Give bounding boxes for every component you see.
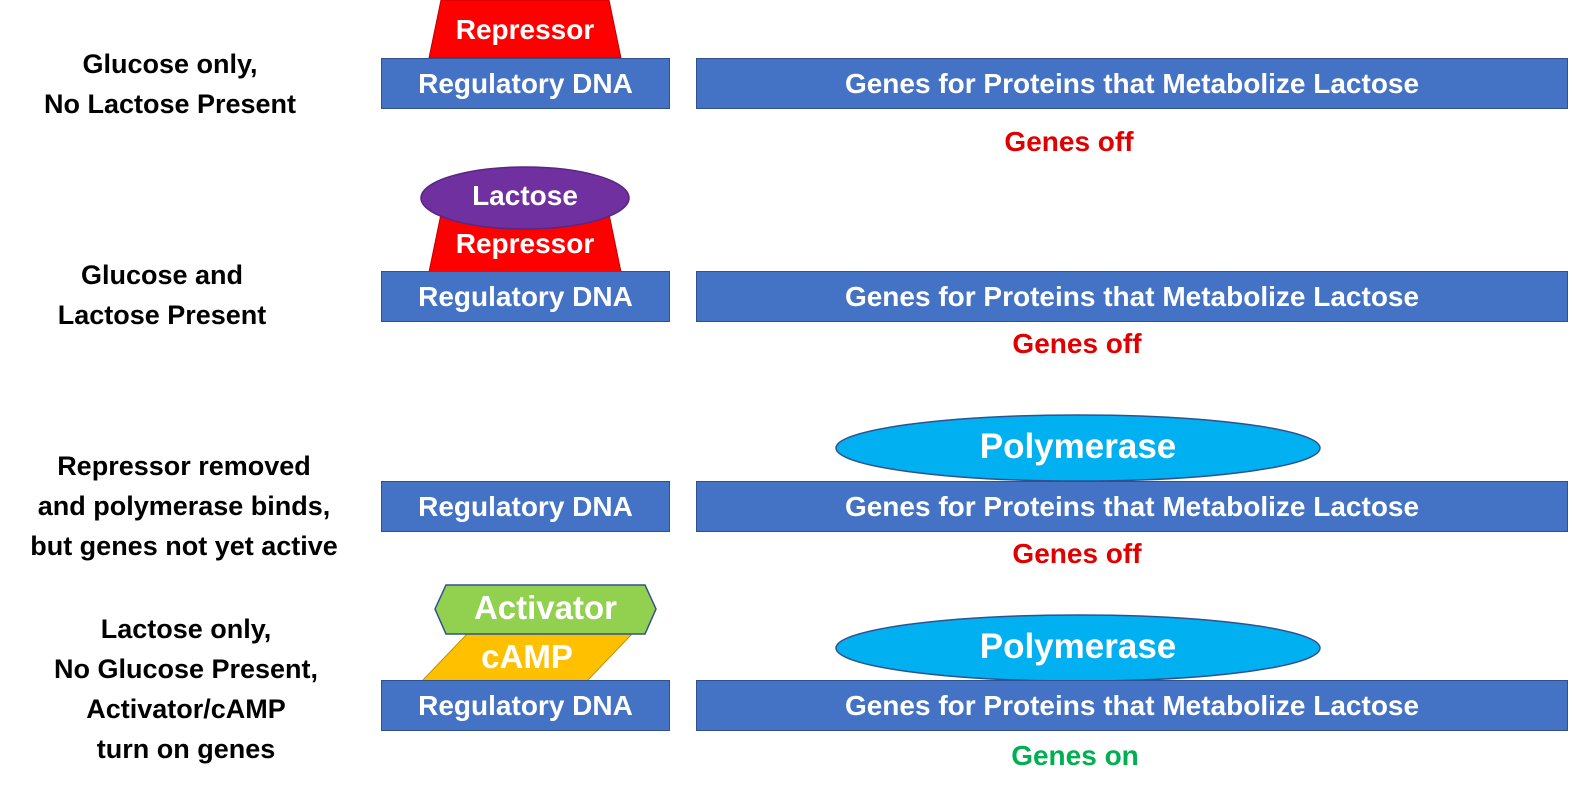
regulatory-dna-row4: Regulatory DNA — [381, 680, 670, 731]
condition-line: turn on genes — [96, 734, 276, 764]
lactose-shape — [420, 166, 630, 230]
genes-bar-row2: Genes for Proteins that Metabolize Lacto… — [696, 271, 1568, 322]
polymerase-label-row3: Polymerase — [979, 427, 1177, 466]
gene-status-row2: Genes off — [1012, 328, 1142, 359]
condition-label-row1: Glucose only, No Lactose Present — [20, 44, 320, 124]
condition-line: but genes not yet active — [30, 531, 338, 561]
gene-status-row4: Genes on — [1011, 740, 1139, 771]
regulatory-dna-row2: Regulatory DNA — [381, 271, 670, 322]
condition-line: Lactose Present — [57, 300, 267, 330]
polymerase-label-row4: Polymerase — [979, 627, 1177, 666]
condition-label-row4: Lactose only, No Glucose Present, Activa… — [16, 609, 356, 769]
condition-line: No Lactose Present — [43, 89, 297, 119]
genes-bar-row3: Genes for Proteins that Metabolize Lacto… — [696, 481, 1568, 532]
gene-status-row3: Genes off — [1012, 538, 1142, 569]
genes-bar-row1: Genes for Proteins that Metabolize Lacto… — [696, 58, 1568, 109]
condition-label-row2: Glucose and Lactose Present — [12, 255, 312, 335]
condition-line: Repressor removed — [57, 451, 311, 481]
condition-label-row3: Repressor removed and polymerase binds, … — [14, 446, 354, 566]
lactose-label: Lactose — [472, 180, 578, 211]
activator-label: Activator — [473, 589, 618, 626]
condition-line: Activator/cAMP — [86, 694, 286, 724]
repressor-label-row1: Repressor — [455, 14, 595, 45]
genes-bar-row4: Genes for Proteins that Metabolize Lacto… — [696, 680, 1568, 731]
regulatory-dna-row3: Regulatory DNA — [381, 481, 670, 532]
activator-shape — [434, 584, 657, 635]
repressor-label-row2: Repressor — [455, 228, 595, 259]
condition-line: Lactose only, — [100, 614, 272, 644]
camp-label: cAMP — [481, 638, 573, 675]
condition-line: Glucose and — [80, 260, 244, 290]
gene-status-row1: Genes off — [1004, 126, 1134, 157]
regulatory-dna-row1: Regulatory DNA — [381, 58, 670, 109]
condition-line: No Glucose Present, — [53, 654, 319, 684]
condition-line: Glucose only, — [82, 49, 258, 79]
condition-line: and polymerase binds, — [37, 491, 331, 521]
